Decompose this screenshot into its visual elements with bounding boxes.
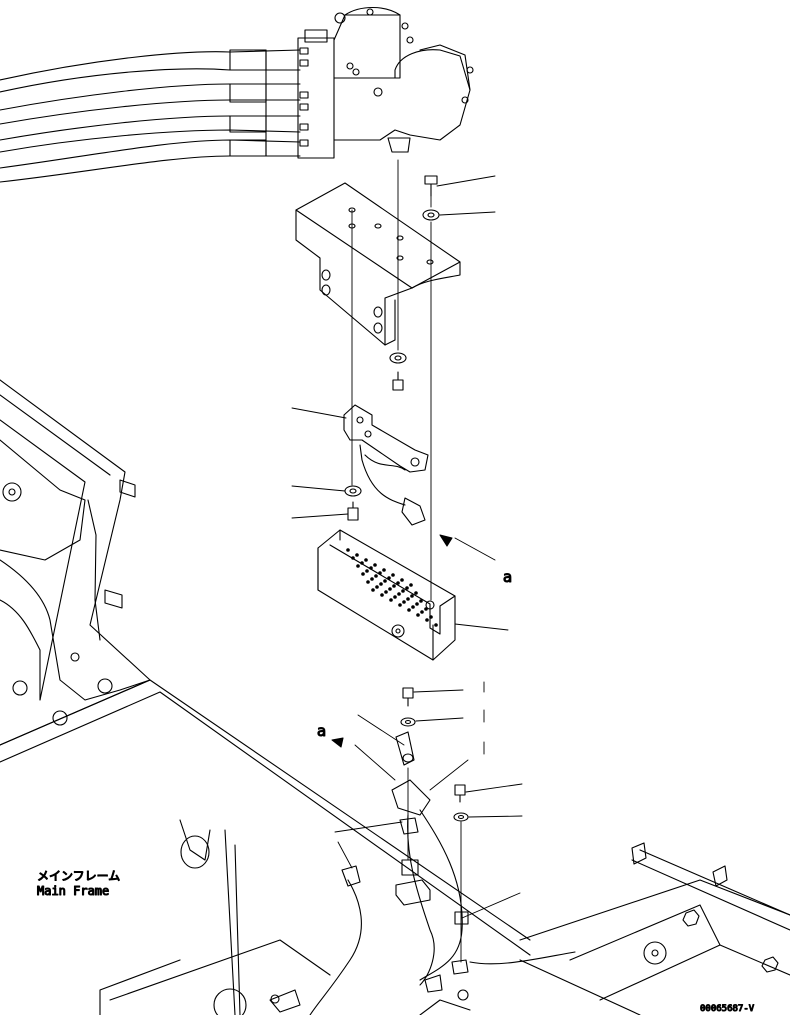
assembly-centerlines: [352, 160, 484, 962]
cover-plate: [318, 530, 455, 660]
main-frame: [0, 380, 530, 1015]
arrow-a-right-icon: [440, 535, 452, 546]
right-frame: [520, 843, 790, 1015]
callout-a-right: a: [503, 568, 512, 586]
arrow-a-left-icon: [332, 738, 343, 747]
valve-assembly: [298, 8, 473, 159]
hydraulic-hoses: [0, 50, 300, 182]
callout-a-left: a: [317, 722, 326, 740]
wire-harness: [270, 810, 575, 1015]
mounting-bracket: [296, 183, 460, 345]
fasteners-upper: [345, 176, 439, 520]
sensor-bracket: [344, 405, 428, 525]
main-frame-label-en: Main Frame: [37, 884, 109, 898]
main-frame-label-jp: メインフレーム: [37, 869, 120, 883]
figure-number: 00065687-V: [700, 1004, 755, 1014]
callout-leaders: [292, 176, 522, 918]
view-arrows: [332, 535, 452, 747]
cover-perforations: [346, 548, 438, 627]
